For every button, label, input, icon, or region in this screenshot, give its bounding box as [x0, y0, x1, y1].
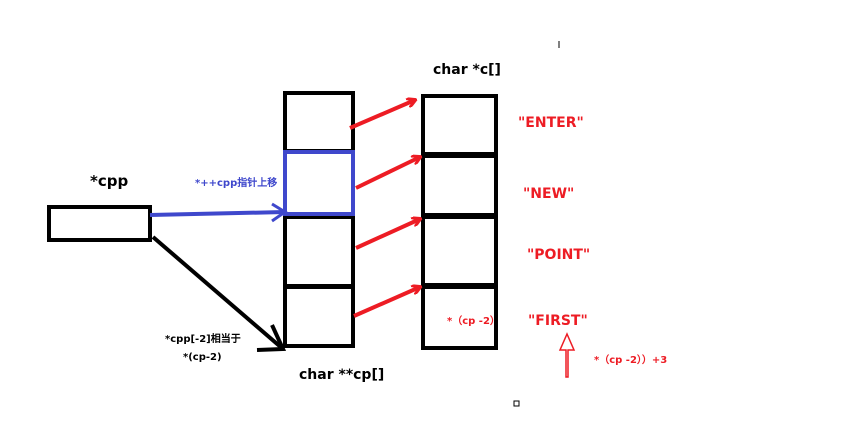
cp-cell-3 — [283, 285, 355, 348]
pre-increment-label: *++cpp指针上移 — [195, 176, 277, 189]
blue-arrow — [149, 202, 288, 223]
red-arrows — [349, 100, 420, 318]
red-arrow-0 — [349, 100, 415, 130]
c-cell-0 — [421, 94, 498, 156]
string-new: "NEW" — [523, 186, 574, 202]
deref-cp-minus2-label: *（cp -2） — [447, 314, 500, 327]
red-arrow-2 — [355, 219, 420, 250]
cpp-box — [47, 205, 152, 242]
cp-array-label: char **cp[] — [299, 367, 384, 383]
string-point: "POINT" — [527, 247, 590, 263]
cp-minus2-label: *(cp-2) — [183, 352, 222, 363]
cp-cell-2 — [283, 215, 355, 288]
cp-cell-highlight — [283, 150, 355, 216]
red-arrow-1 — [355, 157, 420, 190]
string-enter: "ENTER" — [518, 115, 584, 131]
cp-array — [283, 91, 355, 348]
cp-cell-1 — [283, 150, 355, 216]
cp-cell-0 — [283, 91, 355, 153]
cpp-minus2-label: *cpp[-2]相当于 — [165, 332, 241, 345]
stray-square — [513, 400, 520, 407]
c-cell-1 — [421, 154, 498, 217]
c-cell-3 — [421, 285, 498, 350]
string-first: "FIRST" — [528, 313, 588, 329]
c-array-label: char *c[] — [433, 62, 501, 78]
black-arrow — [151, 235, 287, 352]
red-arrow-3 — [353, 287, 420, 318]
c-cell-2 — [421, 215, 498, 287]
hollow-up-arrow — [558, 332, 576, 378]
deref-cp-minus2-plus3-label: *（cp -2））+3 — [594, 353, 667, 366]
cpp-label: *cpp — [90, 172, 128, 190]
c-array — [421, 94, 498, 350]
